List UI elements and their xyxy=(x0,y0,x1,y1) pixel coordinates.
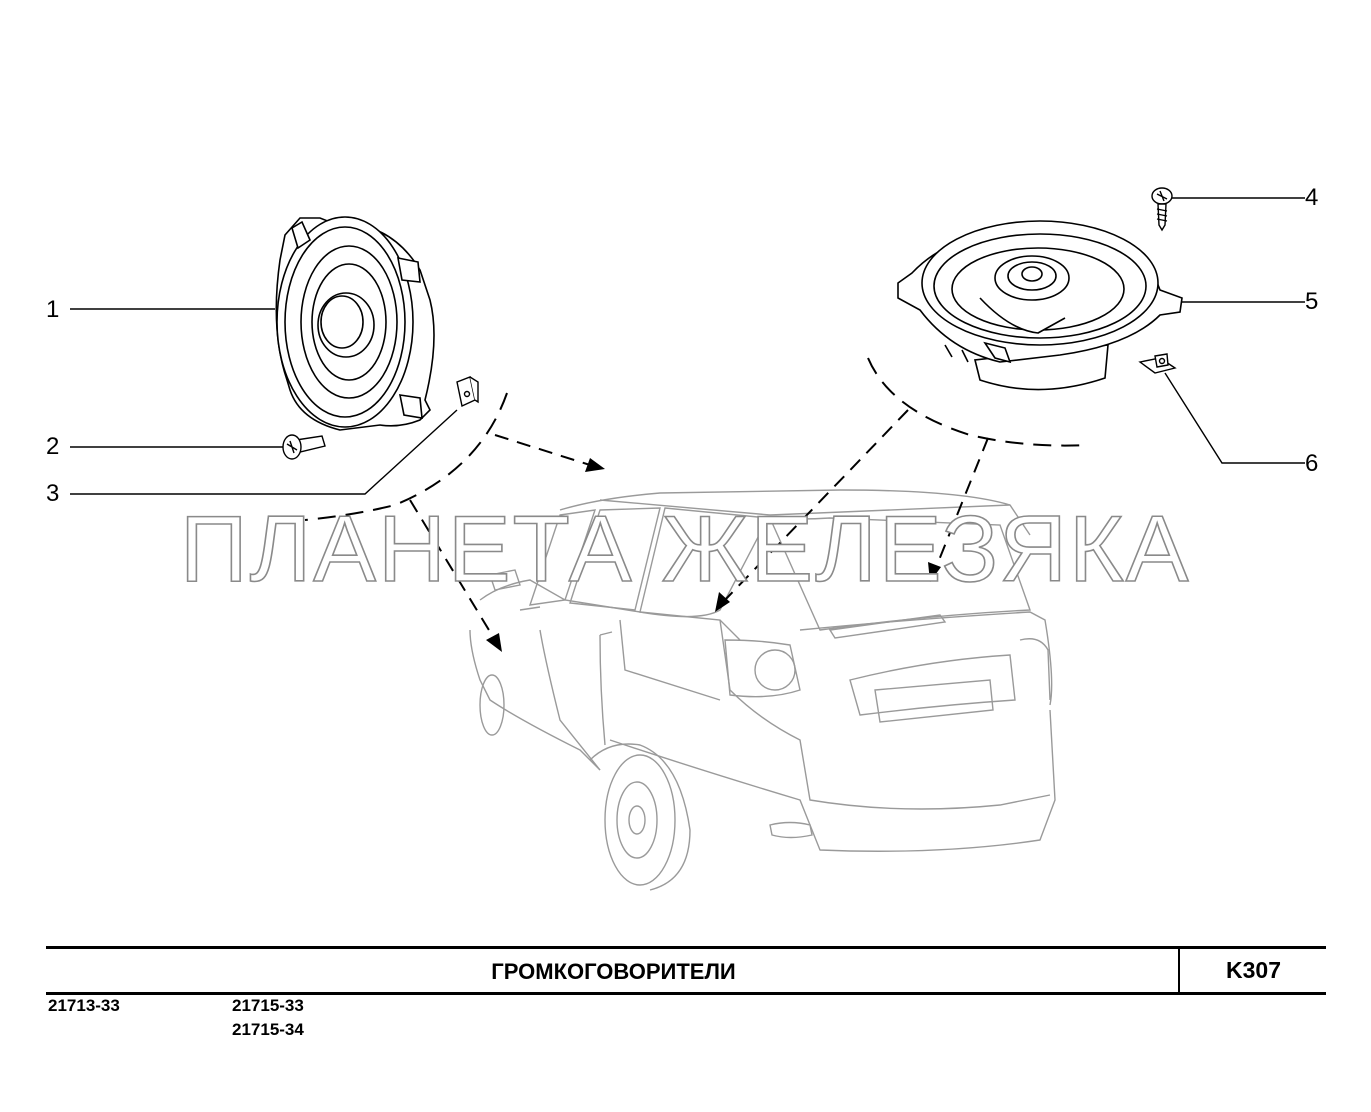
rear-speaker xyxy=(897,220,1183,391)
callout-3: 3 xyxy=(46,480,60,507)
arrow-line-3 xyxy=(724,409,909,601)
model-code: 21715-34 xyxy=(232,1020,304,1039)
callout-4: 4 xyxy=(1305,184,1319,211)
front-speaker xyxy=(275,216,435,431)
screw-part-2 xyxy=(282,434,326,460)
callout-2: 2 xyxy=(46,433,60,460)
title-divider xyxy=(1178,949,1180,992)
leader-lines xyxy=(70,197,1305,495)
arrow-line-2 xyxy=(409,499,496,641)
screw-part-4 xyxy=(1151,187,1173,232)
model-code: 21713-33 xyxy=(48,996,120,1015)
clip-nut-part-6 xyxy=(1138,353,1177,374)
installation-indicators xyxy=(304,357,1089,641)
clip-nut-part-3 xyxy=(456,376,479,408)
diagram-code: K307 xyxy=(1226,957,1281,983)
callout-5: 5 xyxy=(1305,288,1319,315)
watermark-text: ПЛАНЕТА ЖЕЛЕЗЯКА xyxy=(179,496,1191,601)
callout-6: 6 xyxy=(1305,450,1319,477)
callout-1: 1 xyxy=(46,296,60,323)
page-title: ГРОМКОГОВОРИТЕЛИ xyxy=(491,959,736,984)
arrow-line-1 xyxy=(494,434,591,466)
model-code: 21715-33 xyxy=(232,996,304,1015)
car-outline xyxy=(469,489,1056,891)
title-block: ГРОМКОГОВОРИТЕЛИ K307 xyxy=(46,946,1326,995)
arrow-heads xyxy=(486,458,941,652)
rear-mount-arc xyxy=(867,357,1089,447)
arrow-line-4 xyxy=(934,437,989,571)
front-mount-arc xyxy=(304,392,508,521)
